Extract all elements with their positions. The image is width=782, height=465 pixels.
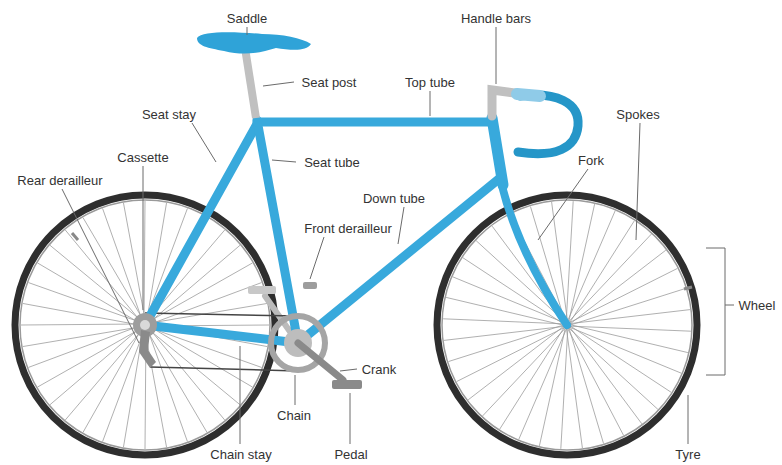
spoke [569,328,658,409]
spoke [444,326,563,340]
spoke [571,250,666,323]
spoke [476,241,565,322]
leader-lines [62,27,734,444]
spoke [83,218,144,322]
seat-post [245,48,256,118]
spoke [500,328,564,429]
spoke [148,327,224,420]
pedal [332,380,362,389]
spoke [144,201,146,321]
spoke [457,328,564,382]
rear-wheel [15,195,275,455]
spoke [65,230,141,323]
spoke [38,328,143,387]
rear-derailleur [139,330,156,368]
part-label: Down tube [362,191,426,206]
spoke [147,328,240,404]
spoke [570,327,642,423]
spoke [146,329,207,433]
spoke [483,329,565,416]
part-label: Seat post [301,75,358,90]
spoke [571,288,686,324]
part-label: Handle bars [460,11,532,26]
spoke [468,327,563,400]
spoke [21,324,141,326]
spoke [23,303,141,325]
spoke [443,319,563,324]
part-label: Top tube [404,75,456,90]
part-label: Rear derailleur [16,173,103,188]
spoke [103,208,143,321]
spoke [570,268,677,322]
spoke [149,245,240,323]
spoke [65,329,143,420]
part-label: Front derailleur [303,221,392,236]
spoke [28,325,141,367]
spoke [446,297,563,325]
spoke [569,234,651,321]
spoke [147,328,187,441]
spoke [23,327,141,347]
part-label: Spokes [615,107,660,122]
part-label: Saddle [226,11,268,26]
spokes [21,201,691,449]
spoke [123,203,145,321]
part-label: Pedal [333,447,368,462]
part-label: Chain [276,408,312,423]
spoke [570,221,634,322]
part-label: Crank [361,362,398,377]
front-derailleur [303,282,317,289]
spoke [566,201,573,321]
crank [298,343,343,380]
spoke [449,325,564,361]
part-label: Fork [577,153,605,168]
spoke [566,329,582,448]
spoke [571,326,671,392]
spoke [103,329,145,442]
spoke [568,211,616,321]
part-label: Wheel [738,298,777,313]
frame [145,118,567,343]
handle-bars [492,90,578,154]
part-label: Seat tube [303,155,361,170]
spoke [571,326,691,331]
part-label: Cassette [116,150,169,165]
spoke [561,329,568,449]
spoke [571,325,688,353]
part-label: Tyre [674,447,701,462]
saddle [197,32,311,53]
spoke [519,329,567,439]
spoke [50,327,141,405]
part-label: Seat stay [141,107,197,122]
spoke [568,329,624,435]
part-label: Chain stay [209,447,272,462]
spoke [571,310,690,324]
spoke [38,263,142,324]
